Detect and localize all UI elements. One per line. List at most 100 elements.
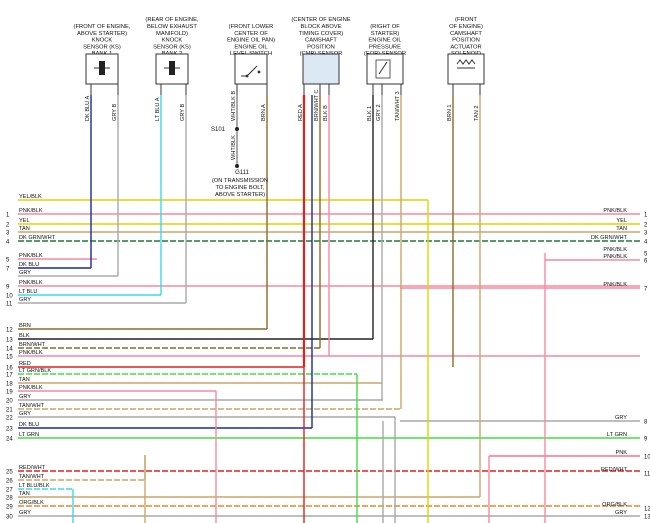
left-pin-number: 16 (6, 366, 13, 372)
component-label: ENGINE OIL (368, 38, 402, 44)
left-pin-number: 23 (6, 427, 13, 433)
left-wire-label: BLK (19, 333, 30, 339)
left-wire-label: YEL (19, 218, 30, 224)
contact-icon (245, 74, 249, 78)
pin-wire-label: BRN/WHT C (314, 89, 320, 121)
left-wire-label: TAN/WHT (19, 474, 45, 480)
component-label: ACTUATOR (450, 44, 481, 50)
right-pin-number: 6 (644, 259, 648, 265)
right-pin-number: 11 (644, 472, 650, 478)
component-label: (FRONT (455, 17, 477, 23)
element-icon (375, 59, 391, 79)
ground-label: G111 (235, 170, 249, 176)
left-pin-number: 21 (6, 408, 13, 414)
left-wire-label: PNK/BLK (19, 208, 43, 214)
left-pin-number: 2 (6, 223, 10, 229)
right-pin-number: 5 (644, 252, 648, 258)
left-wire-label: PNK/BLK (19, 385, 43, 391)
ground-location-label: ABOVE STARTER) (215, 192, 265, 198)
component-label: BELOW EXHAUST (147, 24, 197, 30)
pin-wire-label: GRY B (112, 104, 118, 121)
symbol-stroke (378, 61, 388, 75)
ground-location-label: TO ENGINE BOLT, (215, 185, 264, 191)
component-label: SENSOR (KS) (83, 44, 121, 50)
left-pin-number: 29 (6, 505, 13, 511)
left-pin-number: 30 (6, 515, 13, 521)
right-pin-number: 3 (644, 231, 648, 237)
ground-terminal-icon (235, 164, 239, 168)
component-label: PRESSURE (369, 44, 401, 50)
left-wire-label: LT GRN/BLK (19, 368, 51, 374)
left-wire-label: RED/WHT (19, 465, 46, 471)
component-label: (FRONT OF ENGINE, (74, 24, 131, 30)
left-wire-label: LT BLU (19, 289, 37, 295)
component-label: TIMING COVER) (299, 31, 344, 37)
right-pin-number: 7 (644, 287, 648, 293)
splice-label: S101 (211, 127, 226, 133)
component-ks1: (FRONT OF ENGINE,ABOVE STARTER)KNOCKSENS… (74, 24, 131, 121)
pin-wire-label: LT BLU A (155, 97, 161, 121)
pin-wire-label: GRY B (180, 104, 186, 121)
left-wire-label: GRY (19, 411, 31, 417)
component-label: (REAR OF ENGINE, (145, 17, 199, 23)
component-label: POSITION (452, 38, 480, 44)
component-label: (RIGHT OF (370, 24, 400, 30)
left-pin-number: 5 (6, 258, 10, 264)
left-wire-label: LT BLU/BLK (19, 483, 50, 489)
component-ks2: (REAR OF ENGINE,BELOW EXHAUSTMANIFOLD)KN… (145, 17, 199, 121)
switch-icon (234, 53, 268, 85)
right-wire-label: PNK (615, 450, 627, 456)
left-pin-number: 14 (6, 347, 13, 353)
left-wire-label: PNK/BLK (19, 253, 43, 259)
pin-wire-label: DK BLU A (85, 96, 91, 121)
pin-wire-label: BLK B (323, 105, 329, 121)
component-label: CAMSHAFT (305, 38, 337, 44)
left-wire-label: TAN (19, 226, 30, 232)
left-wire-label: BRN (19, 323, 31, 329)
left-wire-label: PNK/BLK (19, 350, 43, 356)
left-wire-label: BRN/WHT (19, 342, 46, 348)
left-wire-label: LT GRN (19, 432, 39, 438)
left-wire-label: DK BLU (19, 262, 39, 268)
component-label: OF ENGINE) (449, 24, 483, 30)
pin-wire-label: BLK 1 (367, 106, 373, 121)
left-wire-label: TAN (19, 491, 30, 497)
component-label: KNOCK (92, 38, 113, 44)
right-wire-label: LT GRN (607, 432, 627, 438)
left-pin-number: 27 (6, 488, 13, 494)
left-pin-number: 18 (6, 382, 13, 388)
component-label: ABOVE STARTER) (77, 31, 127, 37)
solenoid-icon (447, 53, 485, 85)
left-pin-number: 3 (6, 231, 10, 237)
component-label: (CENTER OF ENGINE (291, 17, 350, 23)
splice-node-icon (235, 127, 239, 131)
left-wire-label: TAN (19, 377, 30, 383)
right-pin-number: 4 (644, 240, 648, 246)
left-wire-label: ORG/BLK (19, 500, 44, 506)
right-pin-number: 1 (644, 213, 648, 219)
left-pin-number: 11 (6, 302, 13, 308)
component-label: (FRONT LOWER (229, 24, 274, 30)
left-pin-number: 20 (6, 399, 13, 405)
component-label: MANIFOLD) (156, 31, 188, 37)
right-wire-label: TAN (616, 226, 627, 232)
right-wire-label: PNK/BLK (603, 208, 627, 214)
right-wire-label: RED/WHT (601, 467, 628, 473)
component-label: BLOCK ABOVE (301, 24, 342, 30)
left-pin-number: 4 (6, 240, 10, 246)
component-label: ENGINE OIL PAN) (227, 38, 275, 44)
left-wire-label: GRY (19, 394, 31, 400)
component-label: CENTER OF (234, 31, 268, 37)
left-pin-number: 12 (6, 328, 13, 334)
left-wire-label: RED (19, 361, 31, 367)
contact-icon (257, 70, 261, 74)
right-pin-number: 12 (644, 507, 650, 513)
pin-wire-label: WHT/BLK B (231, 91, 237, 121)
pin-wire-label: BRN A (261, 104, 267, 121)
